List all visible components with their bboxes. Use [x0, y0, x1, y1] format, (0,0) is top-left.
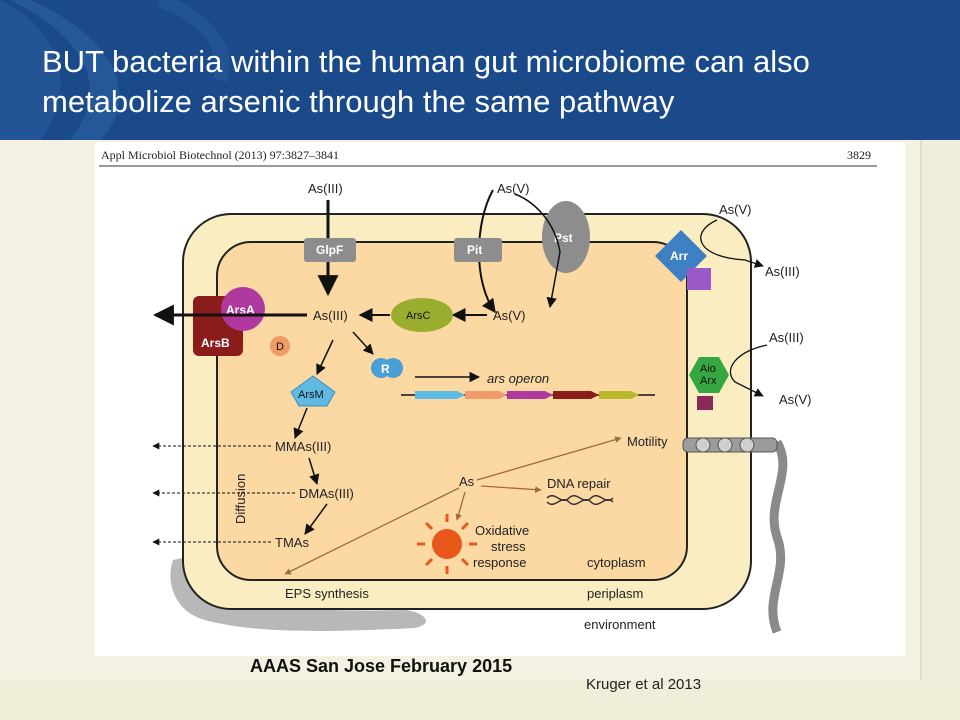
arsc-label: ArsC [406, 310, 431, 322]
pst-transporter [542, 201, 590, 273]
aio-label: Aio [700, 363, 716, 375]
label-environment: environment [584, 617, 656, 632]
label-as5-right-out: As(V) [779, 392, 812, 407]
label-periplasm: periplasm [587, 586, 643, 601]
arrow-aio [729, 344, 768, 397]
label-oxidative-2: stress [491, 539, 526, 554]
label-as5-top: As(V) [497, 181, 530, 196]
label-as-hub: As [459, 474, 475, 489]
label-as5-right: As(V) [719, 202, 752, 217]
arrow-mmas-dmas [308, 457, 320, 486]
side-divider [920, 140, 922, 680]
arsm-methyltransferase [290, 375, 336, 407]
arrow-arsm-mmas [293, 407, 308, 439]
label-eps: EPS synthesis [285, 586, 369, 601]
journal-citation: Appl Microbiol Biotechnol (2013) 97:3827… [101, 148, 339, 162]
label-mmas: MMAs(III) [275, 439, 331, 454]
aio-arx-oxidase [689, 357, 729, 393]
arsc-enzyme [391, 298, 453, 332]
gene-arsr [415, 391, 465, 399]
motor-ring-1 [695, 437, 711, 453]
header-swirl-decoration [0, 0, 230, 140]
arsd-chaperone [270, 336, 290, 356]
label-oxidative-1: Oxidative [475, 523, 529, 538]
arrow-as-motility [476, 436, 622, 481]
pst-label: Pst [554, 231, 573, 245]
bottom-band [0, 680, 960, 720]
label-as3-right-out: As(III) [765, 264, 800, 279]
label-cytoplasm: cytoplasm [587, 555, 646, 570]
gene-arsb [553, 391, 599, 399]
dna-helix-strand-icon [546, 499, 614, 505]
page-number: 3829 [847, 148, 871, 162]
arx-label: Arx [700, 375, 717, 387]
arr-label: Arr [670, 249, 688, 263]
arrow-to-arsm [316, 339, 334, 375]
arrow-dmas-tmas [304, 503, 328, 535]
dna-helix-icon [546, 495, 614, 501]
arr-subunit [687, 268, 711, 290]
eps-biofilm-shape [170, 557, 426, 631]
slide-header: BUT bacteria within the human gut microb… [0, 0, 960, 140]
aio-subunit [697, 396, 713, 410]
label-as5-center: As(V) [493, 308, 526, 323]
label-as3-center: As(III) [313, 308, 348, 323]
motor-ring-3 [739, 437, 755, 453]
label-dmas: DMAs(III) [299, 486, 354, 501]
motor-ring-2 [717, 437, 733, 453]
label-motility: Motility [627, 434, 668, 449]
glpf-transporter [304, 238, 356, 262]
label-oxidative-3: response [473, 555, 526, 570]
figure-svg: Appl Microbiol Biotechnol (2013) 97:3827… [99, 148, 877, 634]
diffusion-label: Diffusion [233, 474, 248, 524]
label-tmas: TMAs [275, 535, 309, 550]
citation: Kruger et al 2013 [586, 676, 702, 693]
label-dna-repair: DNA repair [547, 476, 611, 491]
glpf-label: GlpF [316, 243, 343, 257]
pit-label: Pit [467, 243, 482, 257]
label-as3-top: As(III) [308, 181, 343, 196]
arsb-label: ArsB [201, 336, 230, 350]
slide-title: BUT bacteria within the human gut microb… [42, 44, 810, 119]
arsm-label: ArsM [298, 389, 324, 401]
arrow-as-oxidative [455, 491, 466, 521]
arrow-arr [700, 219, 764, 268]
pit-transporter [454, 238, 502, 262]
arrow-to-r [352, 331, 374, 355]
event-footer: AAAS San Jose February 2015 [250, 656, 513, 676]
d-label: D [276, 341, 284, 353]
arsenic-pathway-figure: Appl Microbiol Biotechnol (2013) 97:3827… [95, 142, 905, 656]
side-panel [920, 140, 960, 680]
r-label: R [381, 362, 390, 376]
label-as3-right-in: As(III) [769, 330, 804, 345]
gene-arsd [465, 391, 507, 399]
oxidative-stress-sun-icon [417, 514, 477, 574]
gene-arsa [507, 391, 553, 399]
ars-operon-label: ars operon [487, 371, 549, 386]
arsa-atpase [221, 287, 265, 331]
arrow-as-eps [284, 487, 460, 575]
cytoplasm-region [216, 241, 688, 581]
arsr-regulator-b [383, 358, 403, 378]
arrow-as-dna [480, 485, 542, 493]
flagellum [768, 439, 788, 634]
gene-arsc [599, 391, 639, 399]
arrow-pst-in [514, 193, 561, 309]
